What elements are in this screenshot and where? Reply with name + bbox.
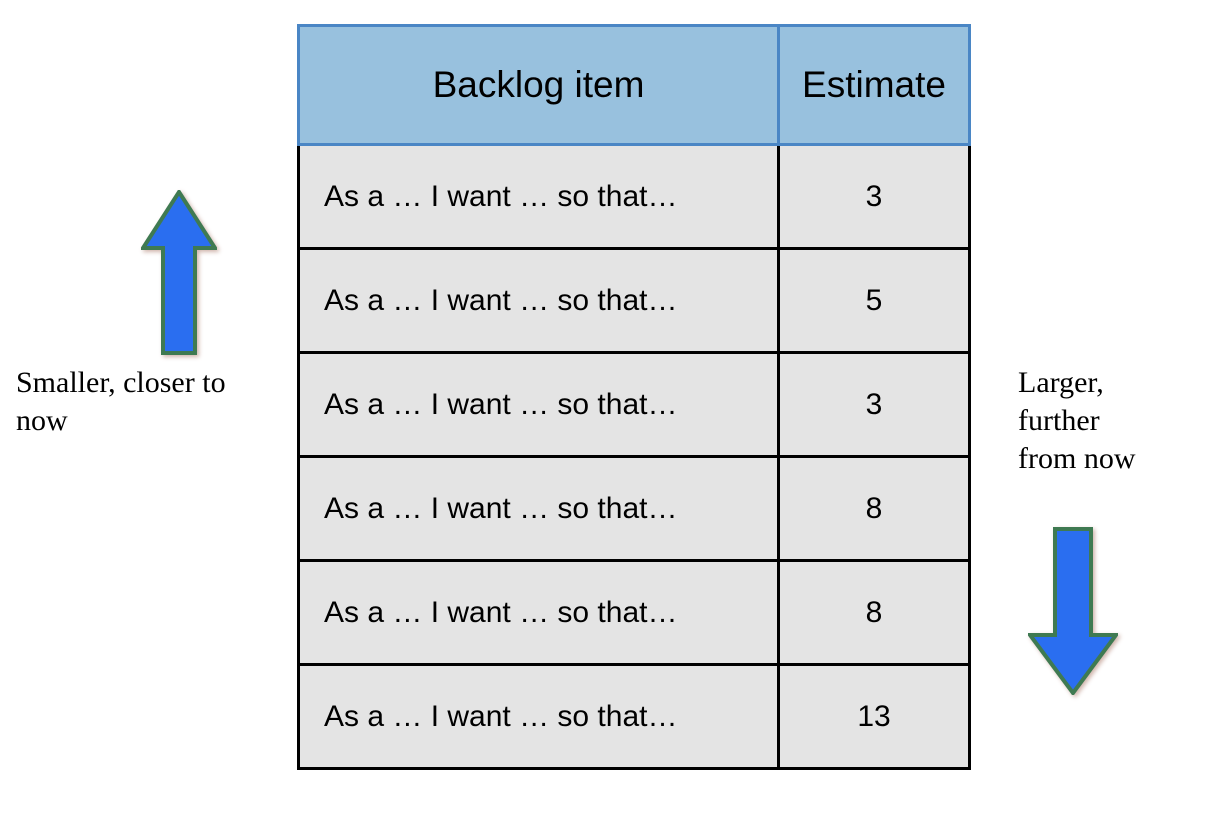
cell-estimate: 8	[777, 559, 971, 666]
column-header-estimate: Estimate	[777, 24, 971, 146]
table-row: As a … I want … so that… 13	[297, 663, 971, 770]
table-row: As a … I want … so that… 5	[297, 247, 971, 354]
table-row: As a … I want … so that… 8	[297, 455, 971, 562]
annotation-larger-further: Larger, further from now	[1018, 366, 1136, 476]
cell-backlog-item: As a … I want … so that…	[297, 143, 780, 250]
cell-backlog-item: As a … I want … so that…	[297, 351, 780, 458]
cell-estimate: 3	[777, 143, 971, 250]
cell-backlog-item: As a … I want … so that…	[297, 247, 780, 354]
table-row: As a … I want … so that… 3	[297, 143, 971, 250]
cell-estimate: 3	[777, 351, 971, 458]
column-header-backlog-item: Backlog item	[297, 24, 780, 146]
cell-backlog-item: As a … I want … so that…	[297, 559, 780, 666]
cell-estimate: 8	[777, 455, 971, 562]
backlog-table: Backlog item Estimate As a … I want … so…	[297, 24, 971, 770]
annotation-smaller-closer: Smaller, closer to now	[16, 366, 226, 438]
cell-estimate: 5	[777, 247, 971, 354]
arrow-down-icon	[1028, 527, 1118, 695]
cell-backlog-item: As a … I want … so that…	[297, 455, 780, 562]
arrow-up-icon	[141, 190, 217, 355]
table-row: As a … I want … so that… 8	[297, 559, 971, 666]
cell-estimate: 13	[777, 663, 971, 770]
table-body: As a … I want … so that… 3 As a … I want…	[297, 143, 971, 770]
cell-backlog-item: As a … I want … so that…	[297, 663, 780, 770]
table-row: As a … I want … so that… 3	[297, 351, 971, 458]
table-header-row: Backlog item Estimate	[297, 24, 971, 146]
